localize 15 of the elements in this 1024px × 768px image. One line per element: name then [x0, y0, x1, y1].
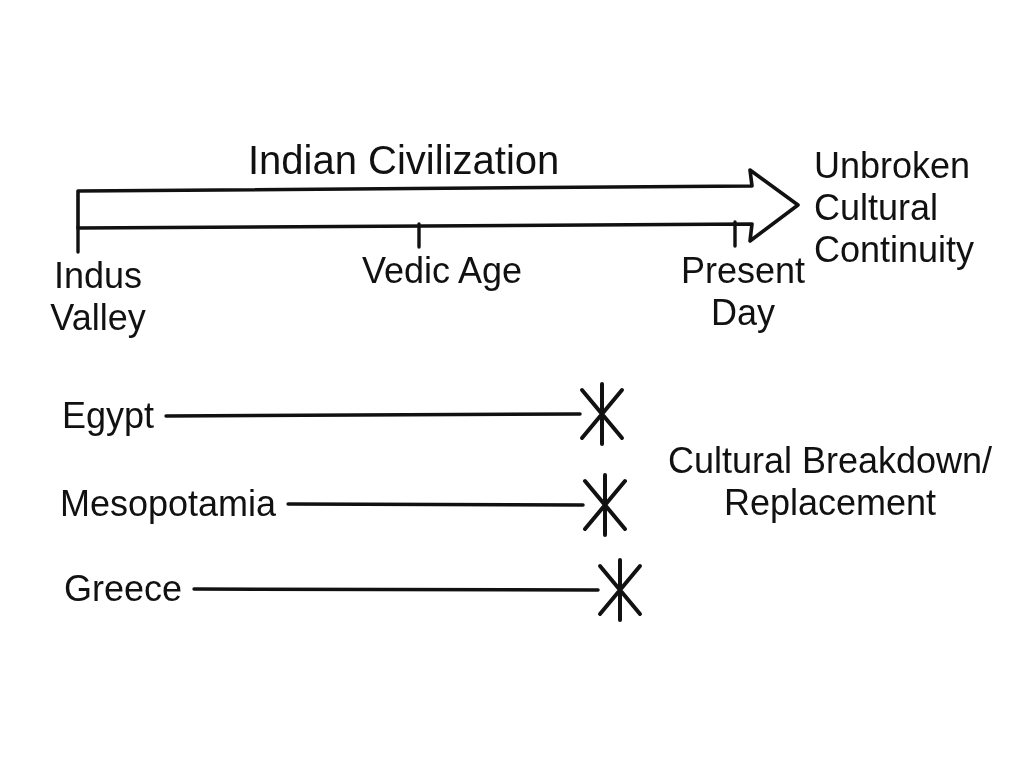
outcome-note: Unbroken Cultural Continuity: [814, 145, 976, 271]
civilization-label: Mesopotamia: [60, 483, 277, 525]
asterisk-icon: [598, 558, 642, 622]
civilization-label: Egypt: [62, 395, 155, 437]
civilization-label: Greece: [64, 568, 183, 610]
timeline-label: Present Day: [679, 250, 807, 334]
timeline-label: Vedic Age: [360, 250, 524, 292]
asterisk-icon: [580, 382, 624, 446]
connector-line: [164, 412, 582, 418]
timeline-title: Indian Civilization: [248, 137, 560, 183]
asterisk-icon: [583, 473, 627, 537]
outcome-note: Cultural Breakdown/ Replacement: [666, 440, 994, 524]
connector-line: [286, 502, 585, 507]
connector-line: [192, 587, 600, 592]
timeline-label: Indus Valley: [49, 255, 147, 339]
